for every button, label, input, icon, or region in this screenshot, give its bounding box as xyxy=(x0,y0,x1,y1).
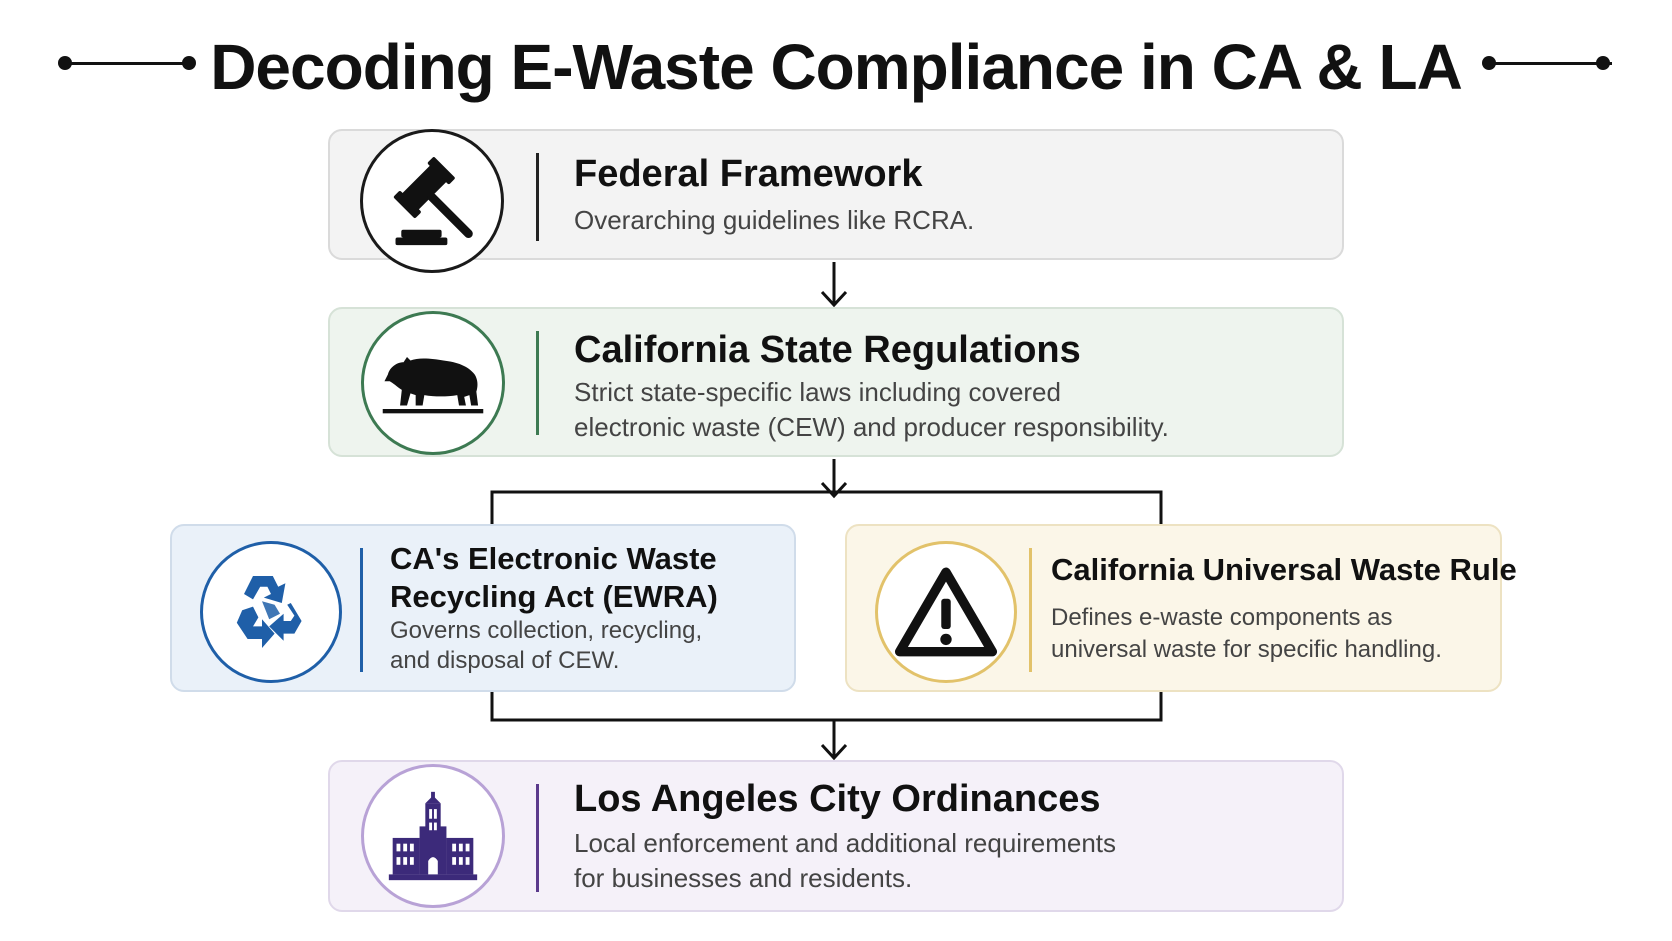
title-left-dot-inner xyxy=(182,56,196,70)
california-bear-icon xyxy=(361,311,505,455)
connector-merge xyxy=(490,692,1163,722)
state-heading: California State Regulations xyxy=(574,329,1081,371)
card-los-angeles: Los Angeles City Ordinances Local enforc… xyxy=(328,760,1344,912)
federal-divider xyxy=(536,153,539,241)
federal-description-line-1: Overarching guidelines like RCRA. xyxy=(574,205,975,235)
state-description-line-2: electronic waste (CEW) and producer resp… xyxy=(574,412,1169,442)
universal-description-line-1: Defines e-waste components as xyxy=(1051,604,1393,631)
title-right-line xyxy=(1488,62,1612,65)
title-right-dot-outer xyxy=(1596,56,1610,70)
warning-icon xyxy=(875,541,1017,683)
ewra-divider xyxy=(360,548,363,672)
arrowhead-split xyxy=(820,481,848,499)
connector-split-left xyxy=(490,490,1163,524)
arrowhead-state xyxy=(820,290,848,308)
la-description-line-2: for businesses and residents. xyxy=(574,863,913,893)
card-universal-waste-rule: California Universal Waste Rule Defines … xyxy=(845,524,1517,692)
state-divider xyxy=(536,331,539,435)
la-heading: Los Angeles City Ordinances xyxy=(574,778,1101,820)
recycle-icon xyxy=(200,541,342,683)
card-federal-framework: Federal Framework Overarching guidelines… xyxy=(328,129,1344,273)
federal-description: Overarching guidelines like RCRA. xyxy=(574,203,974,238)
ewra-description-line-1: Governs collection, recycling, xyxy=(390,617,703,644)
page-title: Decoding E-Waste Compliance in CA & LA xyxy=(210,31,1463,103)
universal-description: Defines e-waste components as universal … xyxy=(1051,602,1442,666)
city-hall-icon xyxy=(361,764,505,908)
ewra-description-line-2: and disposal of CEW. xyxy=(390,647,620,674)
state-description-line-1: Strict state-specific laws including cov… xyxy=(574,377,1061,407)
federal-heading: Federal Framework xyxy=(574,153,923,195)
la-description-line-1: Local enforcement and additional require… xyxy=(574,828,1117,858)
universal-description-line-2: universal waste for specific handling. xyxy=(1051,636,1442,663)
universal-heading: California Universal Waste Rule xyxy=(1051,552,1517,587)
arrowhead-la xyxy=(820,743,848,761)
ewra-heading-line-2: Recycling Act (EWRA) xyxy=(390,579,718,614)
card-california-state: California State Regulations Strict stat… xyxy=(328,307,1344,457)
state-description: Strict state-specific laws including cov… xyxy=(574,375,1169,445)
ewra-heading: CA's Electronic Waste Recycling Act (EWR… xyxy=(390,540,718,616)
universal-divider xyxy=(1029,548,1032,672)
title-left-line xyxy=(64,62,188,65)
ewra-description: Governs collection, recycling, and dispo… xyxy=(390,616,702,676)
title-right-dot-inner xyxy=(1482,56,1496,70)
ewra-heading-line-1: CA's Electronic Waste xyxy=(390,541,717,576)
la-divider xyxy=(536,784,539,892)
gavel-icon xyxy=(360,129,504,273)
la-description: Local enforcement and additional require… xyxy=(574,826,1116,896)
card-ewra: CA's Electronic Waste Recycling Act (EWR… xyxy=(170,524,796,692)
title-left-dot-outer xyxy=(58,56,72,70)
